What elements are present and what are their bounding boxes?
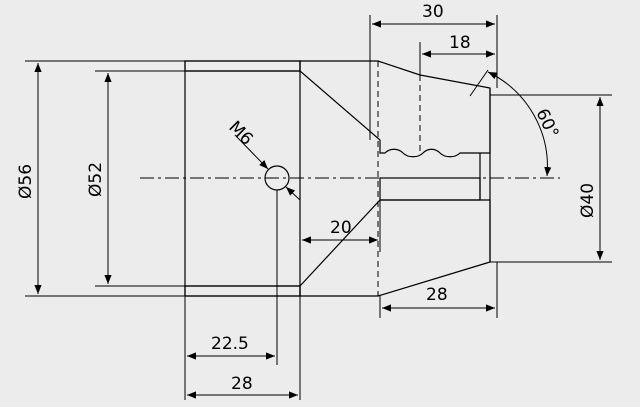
label-dia56: Ø56 — [16, 164, 36, 199]
angle-arc — [487, 71, 552, 177]
angle-leader — [469, 69, 489, 97]
label-30: 30 — [422, 2, 444, 22]
m6-leader-out — [285, 186, 301, 201]
label-20: 20 — [330, 218, 352, 238]
label-dia40: Ø40 — [578, 183, 598, 218]
label-dia52: Ø52 — [86, 162, 106, 197]
label-22-5: 22.5 — [211, 334, 249, 354]
label-18: 18 — [449, 33, 471, 53]
upper-cone-section — [299, 60, 491, 158]
m6-leader — [234, 134, 269, 170]
label-28-bottom: 28 — [231, 374, 253, 394]
label-28-right: 28 — [426, 285, 448, 305]
